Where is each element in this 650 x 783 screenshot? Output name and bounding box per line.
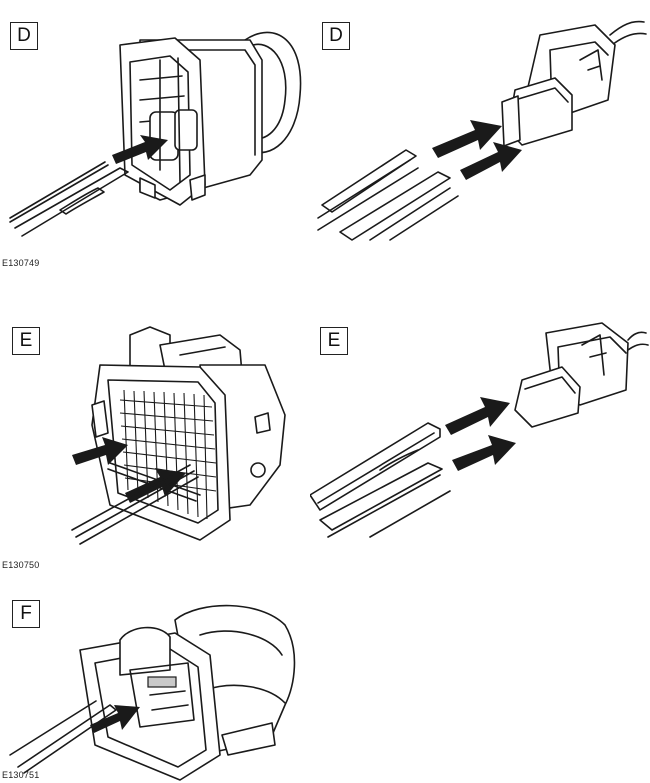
panel-e-terminal: E [310,305,650,555]
panel-label-badge: D [10,22,38,50]
panel-f-sealed-connector: F [0,595,310,783]
multipin-connector-e-illustration [71,326,286,545]
panel-label-badge: D [322,22,350,50]
panel-d-connector-housing: D [0,0,310,250]
pin-grid [119,389,217,520]
panel-label-badge: F [12,600,40,628]
figure-code: E130749 [2,258,40,268]
sealed-connector-f-illustration [9,604,296,781]
panel-label-badge: E [12,327,40,355]
figure-code: E130750 [2,560,40,570]
terminal-d-illustration [317,20,647,241]
connector-housing-d-illustration [9,31,302,237]
panel-d-terminal: D [310,0,650,250]
figure-code: E130751 [2,770,40,780]
terminal-e-illustration [310,322,649,538]
panel-label-badge: E [320,327,348,355]
panel-e-multipin-connector: E [0,305,310,555]
